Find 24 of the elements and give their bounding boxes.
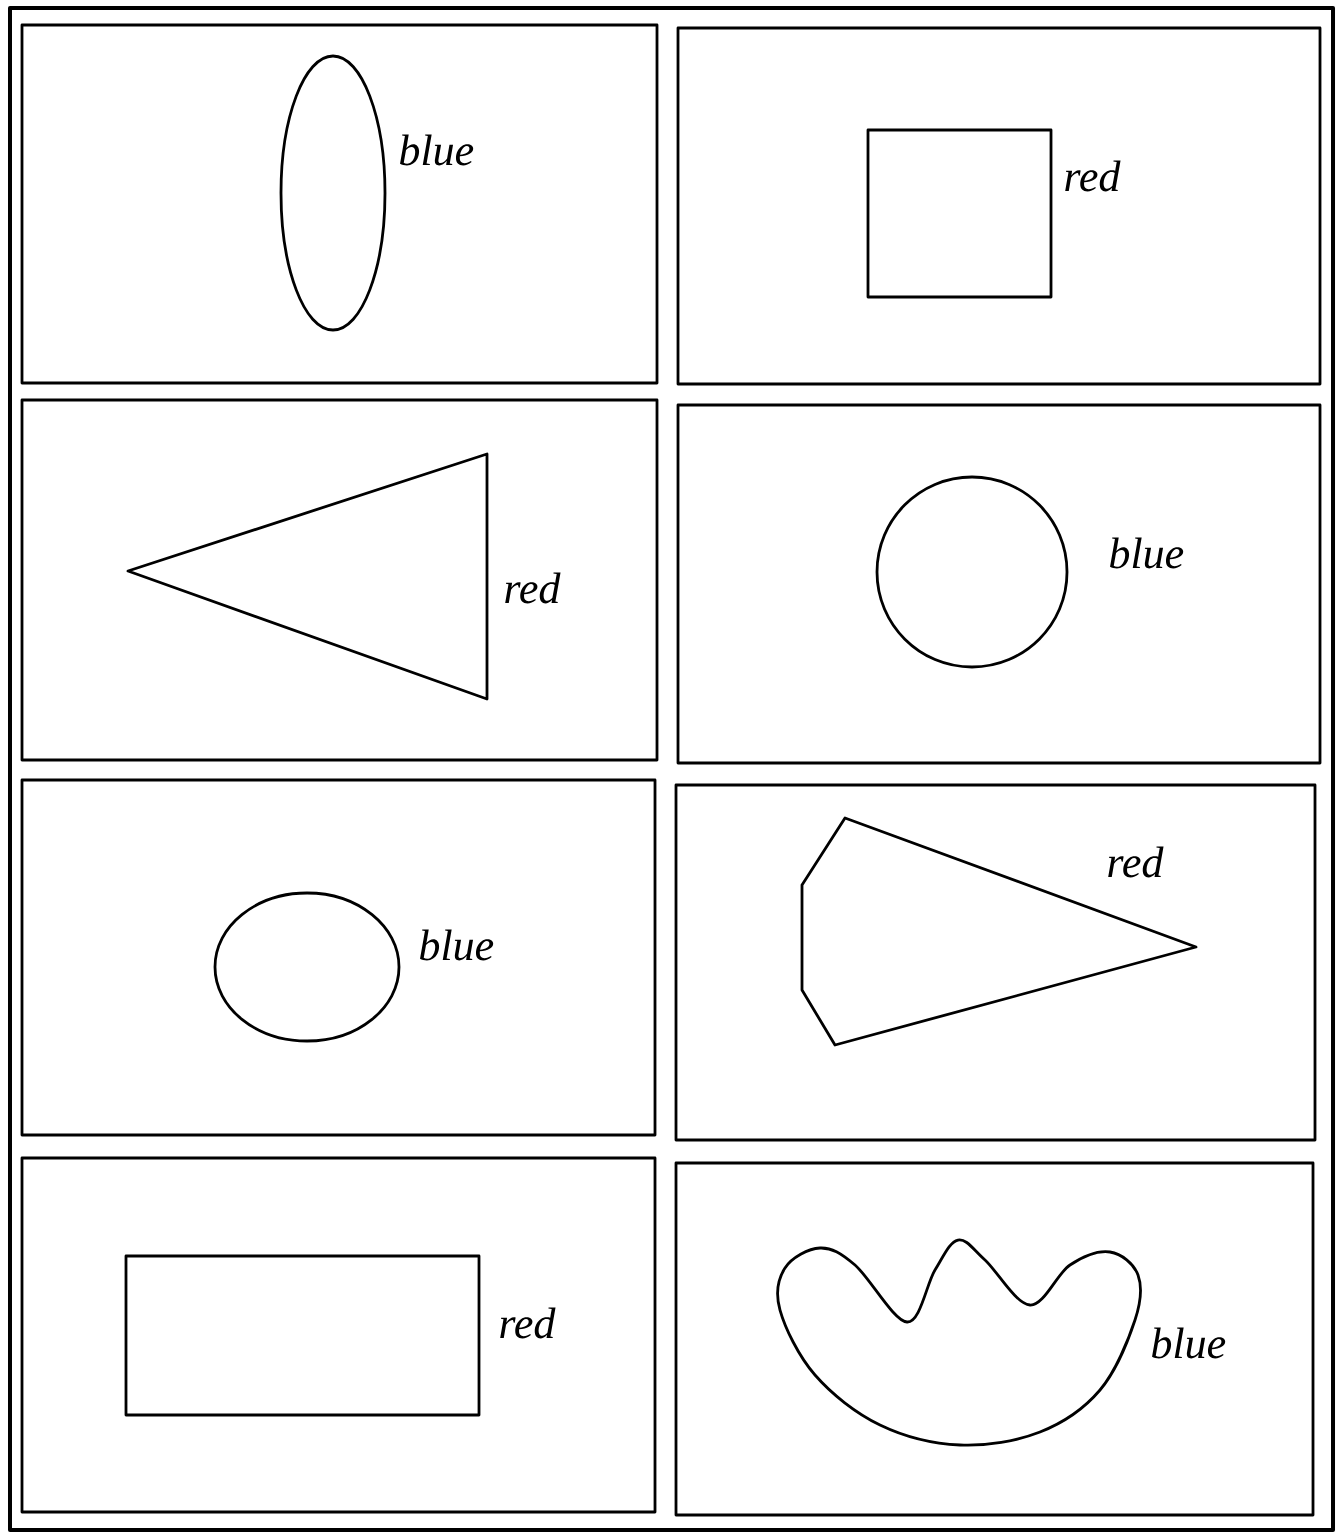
card [20, 778, 657, 1137]
rectangle-shape [866, 128, 1053, 299]
card [674, 1161, 1315, 1517]
handwritten-label: red [1108, 846, 1164, 878]
polygon-shape [800, 816, 1198, 1047]
triangle-shape [126, 452, 489, 701]
card [20, 1156, 657, 1514]
handwritten-label: red [1065, 160, 1121, 192]
ellipse-shape [213, 891, 401, 1043]
rectangle-shape [124, 1254, 481, 1417]
handwritten-label: red [505, 572, 561, 604]
ellipse-shape [279, 54, 387, 332]
handwritten-label: blue [400, 134, 474, 166]
card [20, 398, 659, 762]
card [20, 23, 659, 385]
card [676, 26, 1322, 386]
handwritten-label: blue [1152, 1327, 1226, 1359]
handwritten-label: blue [1110, 537, 1184, 569]
card [674, 783, 1317, 1142]
blob-shape [776, 1238, 1142, 1447]
card [676, 403, 1322, 765]
circle-shape [875, 475, 1069, 669]
handwritten-label: blue [420, 929, 494, 961]
handwritten-label: red [500, 1307, 556, 1339]
